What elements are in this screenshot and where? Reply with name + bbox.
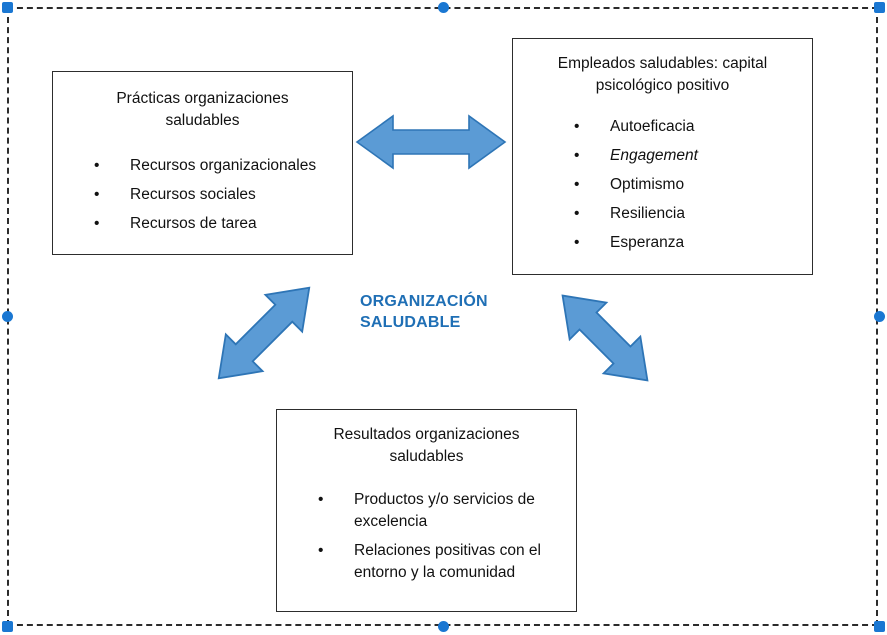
box-practicas-bullet-list: • Recursos organizacionales • Recursos s… xyxy=(94,155,352,235)
box-practicas-organizaciones-saludables[interactable]: Prácticas organizaciones saludables • Re… xyxy=(52,71,353,255)
box-resultados-title-line2: saludables xyxy=(389,448,464,466)
bullet-text: Recursos de tarea xyxy=(130,214,257,232)
bullet-icon: • xyxy=(318,541,324,559)
resize-handle-top-right[interactable] xyxy=(874,2,885,13)
list-item: • Engagement xyxy=(574,145,812,167)
list-item: • Recursos organizacionales xyxy=(94,155,352,177)
bullet-icon: • xyxy=(574,175,580,193)
resize-handle-top-left[interactable] xyxy=(2,2,13,13)
bullet-text: Productos y/o servicios de excelencia xyxy=(354,490,535,530)
list-item: • Optimismo xyxy=(574,174,812,196)
arrow-practicas-empleados-bidirectional xyxy=(355,114,507,170)
box-empleados-title-line2: psicológico positivo xyxy=(595,77,730,95)
box-practicas-title: Prácticas organizaciones saludables xyxy=(77,88,328,133)
bullet-text: Recursos sociales xyxy=(130,185,256,203)
resize-handle-middle-right[interactable] xyxy=(874,311,885,322)
bullet-icon: • xyxy=(574,146,580,164)
box-resultados-organizaciones-saludables[interactable]: Resultados organizaciones saludables • P… xyxy=(276,409,577,612)
resize-handle-bottom-left[interactable] xyxy=(2,621,13,632)
bullet-text: Optimismo xyxy=(610,175,685,193)
center-caption-line2: SALUDABLE xyxy=(360,313,461,331)
list-item: • Recursos sociales xyxy=(94,184,352,206)
list-item: • Esperanza xyxy=(574,232,812,254)
resize-handle-middle-left[interactable] xyxy=(2,311,13,322)
bullet-icon: • xyxy=(574,233,580,251)
bullet-icon: • xyxy=(94,156,100,174)
box-resultados-title: Resultados organizaciones saludables xyxy=(301,424,552,469)
list-item: • Relaciones positivas con el entorno y … xyxy=(318,540,576,584)
arrow-empleados-resultados-bidirectional xyxy=(561,294,649,382)
list-item: • Autoeficacia xyxy=(574,116,812,138)
bullet-icon: • xyxy=(94,214,100,232)
box-empleados-saludables[interactable]: Empleados saludables: capital psicológic… xyxy=(512,38,813,275)
bullet-text: Resiliencia xyxy=(610,204,685,222)
bullet-text: Relaciones positivas con el entorno y la… xyxy=(354,541,541,581)
list-item: • Recursos de tarea xyxy=(94,213,352,235)
resize-handle-bottom-center[interactable] xyxy=(438,621,449,632)
resize-handle-top-center[interactable] xyxy=(438,2,449,13)
bullet-text: Engagement xyxy=(610,146,698,164)
center-caption-line1: ORGANIZACIÓN xyxy=(360,293,488,310)
bullet-text: Recursos organizacionales xyxy=(130,156,317,174)
bullet-text: Autoeficacia xyxy=(610,117,695,135)
bullet-icon: • xyxy=(574,117,580,135)
box-practicas-title-line1: Prácticas organizaciones xyxy=(116,90,289,107)
center-caption-organizacion-saludable: ORGANIZACIÓN SALUDABLE xyxy=(360,292,540,334)
box-resultados-bullet-list: • Productos y/o servicios de excelencia … xyxy=(318,489,576,584)
box-empleados-title-line1: Empleados saludables: capital xyxy=(557,55,768,72)
box-practicas-title-line2: saludables xyxy=(165,112,240,130)
list-item: • Resiliencia xyxy=(574,203,812,225)
box-empleados-bullet-list: • Autoeficacia • Engagement • Optimismo … xyxy=(574,116,812,254)
list-item: • Productos y/o servicios de excelencia xyxy=(318,489,576,533)
box-empleados-title: Empleados saludables: capital psicológic… xyxy=(531,53,794,98)
bullet-icon: • xyxy=(318,490,324,508)
bullet-text: Esperanza xyxy=(610,233,685,251)
bullet-icon: • xyxy=(574,204,580,222)
arrow-practicas-resultados-bidirectional xyxy=(217,286,311,380)
bullet-icon: • xyxy=(94,185,100,203)
resize-handle-bottom-right[interactable] xyxy=(874,621,885,632)
box-resultados-title-line1: Resultados organizaciones xyxy=(333,426,520,443)
